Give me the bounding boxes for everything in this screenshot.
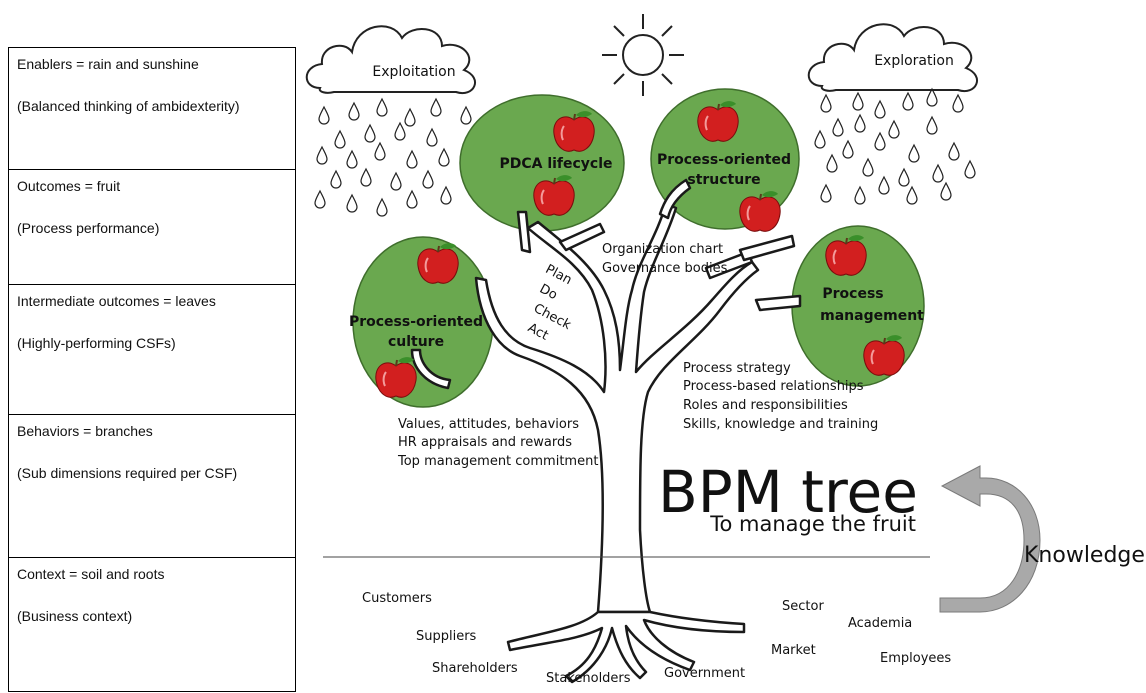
legend-title: Intermediate outcomes = leaves (17, 293, 216, 309)
branch-label: HR appraisals and rewards (398, 435, 572, 450)
legend-subtitle: (Process performance) (17, 220, 160, 236)
diagram-title: BPM tree (658, 458, 918, 526)
context-label: Academia (848, 616, 912, 631)
context-label: Employees (880, 651, 951, 666)
context-label: Sector (782, 599, 824, 614)
branch-label: Roles and responsibilities (683, 398, 848, 413)
legend-subtitle: (Business context) (17, 608, 133, 624)
csf-label-culture: Process-oriented (349, 314, 483, 330)
csf-label-pdca: PDCA lifecycle (499, 156, 612, 172)
csf-label-culture: culture (388, 334, 444, 350)
legend-title: Context = soil and roots (17, 566, 165, 582)
legend-row-behaviors: Behaviors = branches (Sub dimensions req… (9, 415, 295, 558)
cloud-icon (305, 25, 476, 95)
cloud-label: Exploitation (372, 64, 455, 80)
csf-label-management: Process (822, 286, 883, 302)
leaf-structure (650, 88, 800, 230)
branch-labels-pdca: Plan Do Check Act (525, 262, 574, 344)
tree-trunk (410, 178, 802, 684)
legend-subtitle: (Highly-performing CSFs) (17, 335, 176, 351)
legend-title: Enablers = rain and sunshine (17, 56, 199, 72)
rain-drops (314, 98, 472, 217)
knowledge-arrow-icon (939, 465, 1041, 613)
context-label: Stakeholders (546, 671, 631, 686)
legend-title: Behaviors = branches (17, 423, 153, 439)
branch-label: Do (537, 281, 560, 303)
sun-icon (602, 14, 684, 96)
branch-label: Process-based relationships (683, 379, 864, 394)
legend-row-context: Context = soil and roots (Business conte… (9, 558, 295, 693)
context-label: Shareholders (432, 661, 518, 676)
branch-label: Act (525, 321, 551, 344)
legend-row-intermediate: Intermediate outcomes = leaves (Highly-p… (9, 285, 295, 415)
cloud-icon (807, 23, 978, 93)
context-label: Market (771, 643, 816, 658)
diagram-subtitle: To manage the fruit (709, 512, 916, 536)
legend-row-enablers: Enablers = rain and sunshine (Balanced t… (9, 48, 295, 170)
context-label: Government (664, 666, 745, 681)
cloud-label: Exploration (874, 53, 954, 69)
legend-subtitle: (Sub dimensions required per CSF) (17, 465, 238, 481)
context-label: Customers (362, 591, 432, 606)
branch-label: Organization chart (602, 242, 723, 257)
legend-table: Enablers = rain and sunshine (Balanced t… (8, 47, 296, 692)
legend-row-outcomes: Outcomes = fruit (Process performance) (9, 170, 295, 285)
legend-title: Outcomes = fruit (17, 178, 121, 194)
context-label: Suppliers (416, 629, 477, 644)
csf-label-structure: Process-oriented (657, 152, 791, 168)
branch-label: Top management commitment (397, 454, 598, 469)
csf-label-structure: structure (687, 172, 760, 188)
branch-label: Skills, knowledge and training (683, 417, 878, 432)
csf-label-management: management (820, 308, 924, 324)
knowledge-label: Knowledge (1024, 543, 1145, 568)
branch-label: Values, attitudes, behaviors (398, 417, 579, 432)
branch-label: Governance bodies (602, 261, 728, 276)
rain-drops (814, 88, 976, 205)
legend-subtitle: (Balanced thinking of ambidexterity) (17, 98, 240, 114)
branch-label: Process strategy (683, 361, 791, 376)
